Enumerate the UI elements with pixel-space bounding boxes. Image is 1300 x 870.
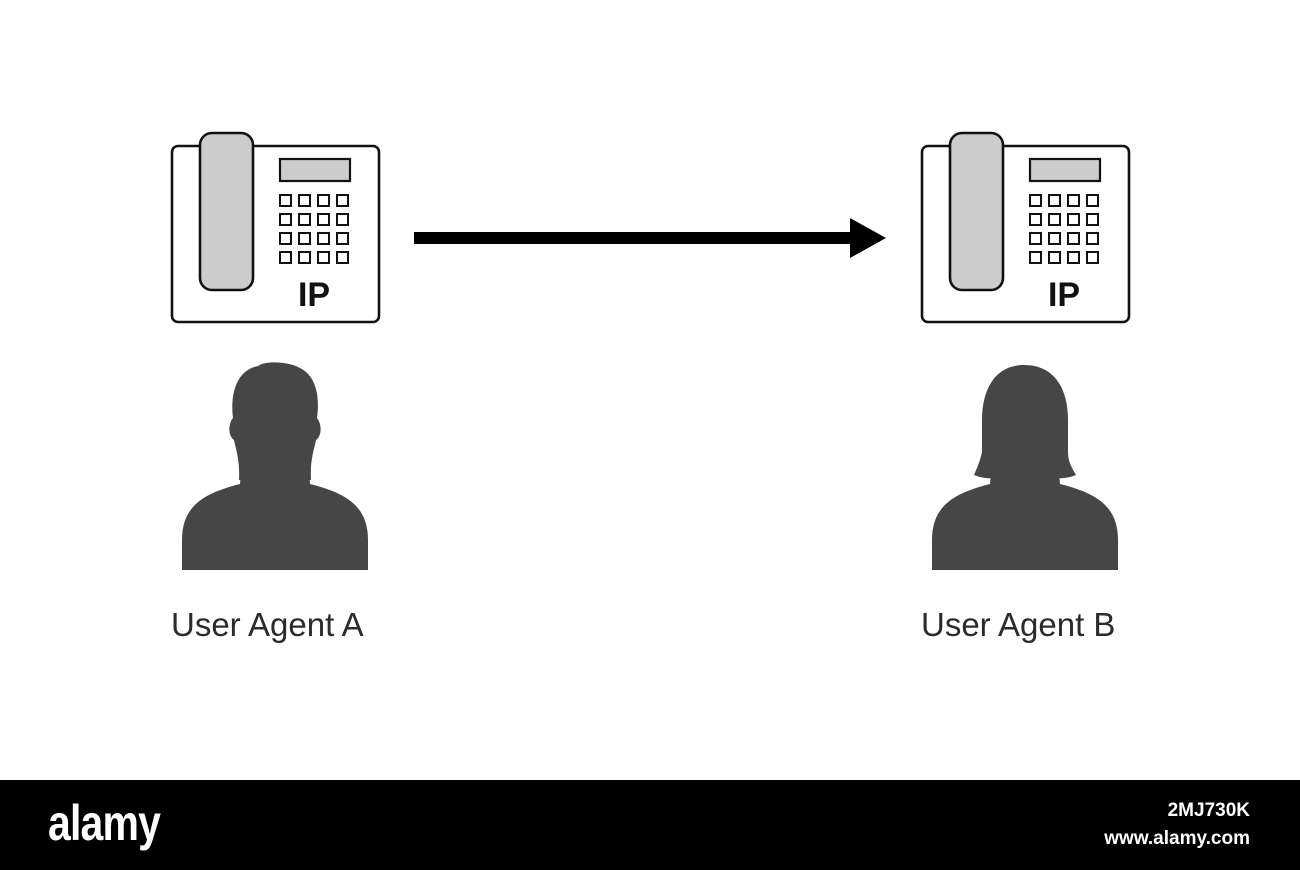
female-user-icon (932, 365, 1118, 570)
site-url: www.alamy.com (1104, 828, 1250, 849)
image-id: 2MJ730K (1167, 800, 1250, 821)
ip-phone-b: IP (920, 131, 1131, 324)
ip-phone-icon (920, 131, 1131, 324)
user-agent-a-label: User Agent A (171, 606, 364, 643)
male-user-icon (182, 362, 368, 570)
ip-phone-a: IP (170, 131, 381, 324)
call-diagram: IP IP (170, 131, 1131, 570)
user-agent-b-label: User Agent B (921, 606, 1116, 643)
phone-b-ip-badge: IP (1048, 276, 1080, 314)
phone-a-ip-badge: IP (298, 276, 330, 314)
brand-logo: alamy (48, 795, 161, 851)
watermark-footer: alamy 2MJ730K www.alamy.com (0, 780, 1300, 870)
arrow-right-icon (414, 218, 886, 258)
ip-phone-icon (170, 131, 381, 324)
